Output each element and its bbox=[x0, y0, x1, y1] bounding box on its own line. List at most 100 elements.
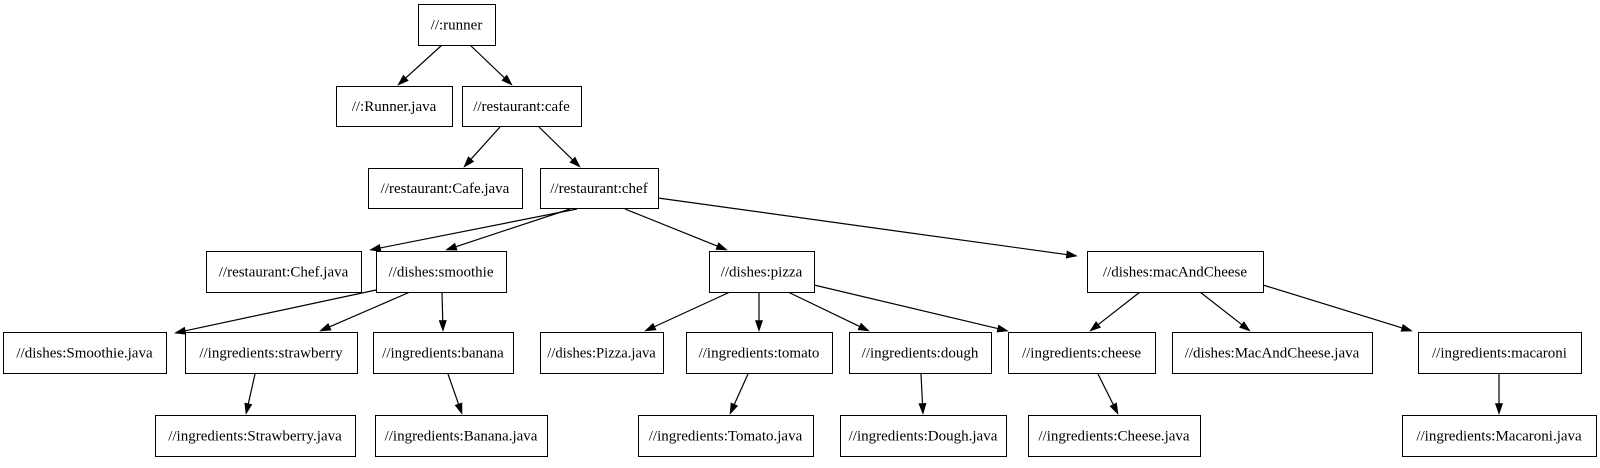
edge-line bbox=[1097, 373, 1114, 405]
node-box[interactable] bbox=[840, 415, 1007, 457]
node-box[interactable] bbox=[418, 4, 496, 46]
node-box[interactable] bbox=[709, 251, 815, 293]
graph-node-restaurant_chef[interactable]: //restaurant:chef bbox=[540, 168, 659, 209]
edge-arrowhead bbox=[454, 402, 463, 415]
edge-arrowhead bbox=[369, 243, 382, 252]
edge-line bbox=[329, 291, 411, 328]
graph-node-tomato_java[interactable]: //ingredients:Tomato.java bbox=[638, 415, 814, 457]
graph-node-ing_dough[interactable]: //ingredients:dough bbox=[849, 332, 992, 374]
edge-line bbox=[538, 126, 573, 161]
edge-line bbox=[1097, 291, 1141, 326]
graph-node-ing_cheese[interactable]: //ingredients:cheese bbox=[1008, 332, 1156, 374]
node-box[interactable] bbox=[375, 415, 548, 457]
node-box[interactable] bbox=[1008, 332, 1156, 374]
graph-node-ing_banana[interactable]: //ingredients:banana bbox=[373, 332, 514, 374]
edge-line bbox=[733, 373, 749, 405]
graph-node-dishes_pizza[interactable]: //dishes:pizza bbox=[709, 251, 815, 293]
edge-arrowhead bbox=[569, 156, 581, 168]
edge-arrowhead bbox=[1065, 250, 1078, 259]
graph-edge bbox=[754, 292, 764, 332]
graph-node-runner[interactable]: //:runner bbox=[418, 4, 496, 46]
node-box[interactable] bbox=[1087, 251, 1264, 293]
graph-node-ing_tomato[interactable]: //ingredients:tomato bbox=[686, 332, 833, 374]
edge-line bbox=[1199, 291, 1243, 326]
node-box[interactable] bbox=[376, 251, 507, 293]
edge-arrowhead bbox=[754, 320, 764, 332]
edges-layer bbox=[174, 44, 1504, 415]
edge-arrowhead bbox=[715, 242, 728, 251]
nodes-layer: //:runner //:Runner.java//restaurant:cafe… bbox=[3, 4, 1597, 457]
edge-line bbox=[1262, 284, 1403, 329]
graph-edge bbox=[445, 208, 571, 251]
node-box[interactable] bbox=[155, 415, 356, 457]
graph-edge bbox=[729, 373, 749, 415]
graph-edge bbox=[469, 44, 513, 86]
graph-node-chef_java[interactable]: //restaurant:Chef.java bbox=[206, 251, 362, 293]
node-box[interactable] bbox=[849, 332, 992, 374]
node-box[interactable] bbox=[373, 332, 514, 374]
graph-edge bbox=[813, 284, 1009, 333]
graph-edge bbox=[657, 197, 1078, 259]
edge-line bbox=[654, 291, 731, 328]
graph-edge bbox=[1097, 373, 1119, 415]
edge-line bbox=[470, 126, 501, 160]
edge-arrowhead bbox=[1109, 402, 1119, 415]
graph-edge bbox=[1089, 291, 1141, 332]
graph-node-smoothie_java[interactable]: //dishes:Smoothie.java bbox=[3, 332, 167, 374]
graph-node-cafe_java[interactable]: //restaurant:Cafe.java bbox=[368, 168, 523, 209]
edge-arrowhead bbox=[918, 403, 927, 415]
node-box[interactable] bbox=[336, 86, 453, 127]
edge-line bbox=[469, 44, 505, 79]
graph-edge bbox=[624, 208, 728, 251]
graph-node-runner_java[interactable]: //:Runner.java bbox=[336, 86, 453, 127]
graph-node-banana_java[interactable]: //ingredients:Banana.java bbox=[375, 415, 548, 457]
graph-node-dough_java[interactable]: //ingredients:Dough.java bbox=[840, 415, 1007, 457]
graph-node-macaroni_java[interactable]: //ingredients:Macaroni.java bbox=[1402, 415, 1597, 457]
graph-edge bbox=[447, 373, 463, 415]
graph-edge bbox=[174, 289, 377, 335]
node-box[interactable] bbox=[3, 332, 167, 374]
node-box[interactable] bbox=[185, 332, 358, 374]
graph-node-pizza_java[interactable]: //dishes:Pizza.java bbox=[540, 332, 664, 374]
graph-node-dishes_macandch[interactable]: //dishes:macAndCheese bbox=[1087, 251, 1264, 293]
edge-arrowhead bbox=[1239, 321, 1251, 332]
node-box[interactable] bbox=[1418, 332, 1582, 374]
edge-line bbox=[813, 284, 998, 330]
edge-arrowhead bbox=[1400, 323, 1413, 332]
edge-arrowhead bbox=[463, 156, 475, 168]
graph-node-restaurant_cafe[interactable]: //restaurant:cafe bbox=[462, 86, 582, 127]
edge-arrowhead bbox=[996, 324, 1009, 333]
node-box[interactable] bbox=[540, 168, 659, 209]
node-box[interactable] bbox=[638, 415, 814, 457]
graph-node-dishes_smoothie[interactable]: //dishes:smoothie bbox=[376, 251, 507, 293]
graph-edge bbox=[397, 44, 443, 86]
graph-edge bbox=[918, 373, 927, 415]
graph-node-macandcheese_java[interactable]: //dishes:MacAndCheese.java bbox=[1172, 332, 1373, 374]
node-box[interactable] bbox=[368, 168, 523, 209]
node-box[interactable] bbox=[686, 332, 833, 374]
edge-arrowhead bbox=[729, 402, 739, 415]
edge-line bbox=[787, 291, 860, 327]
edge-arrowhead bbox=[1494, 403, 1504, 415]
graph-node-cheese_java[interactable]: //ingredients:Cheese.java bbox=[1028, 415, 1201, 457]
graph-node-strawberry_java[interactable]: //ingredients:Strawberry.java bbox=[155, 415, 356, 457]
graph-node-ing_strawberry[interactable]: //ingredients:strawberry bbox=[185, 332, 358, 374]
node-box[interactable] bbox=[540, 332, 664, 374]
edge-line bbox=[624, 208, 718, 247]
node-box[interactable] bbox=[1172, 332, 1373, 374]
edge-line bbox=[247, 373, 256, 404]
graph-edge bbox=[1199, 291, 1251, 332]
graph-node-ing_macaroni[interactable]: //ingredients:macaroni bbox=[1418, 332, 1582, 374]
node-box[interactable] bbox=[462, 86, 582, 127]
node-box[interactable] bbox=[206, 251, 362, 293]
node-box[interactable] bbox=[1028, 415, 1201, 457]
edge-arrowhead bbox=[644, 322, 657, 332]
edge-line bbox=[455, 208, 571, 248]
edge-arrowhead bbox=[1089, 321, 1101, 332]
edge-line bbox=[380, 208, 578, 249]
edge-arrowhead bbox=[244, 402, 253, 415]
edge-line bbox=[441, 291, 444, 321]
node-box[interactable] bbox=[1402, 415, 1597, 457]
